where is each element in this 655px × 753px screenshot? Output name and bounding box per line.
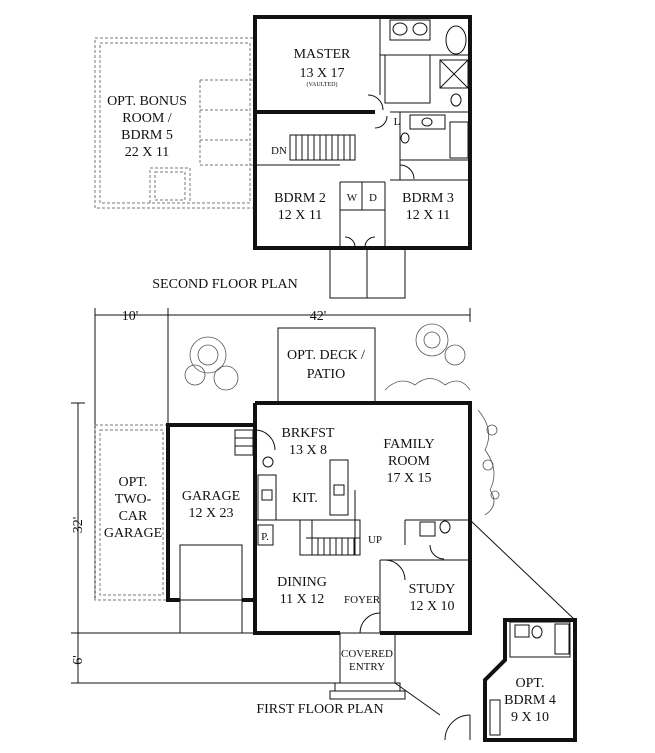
entry-label-1: COVERED xyxy=(341,648,393,660)
stairs-second-floor xyxy=(289,134,356,161)
master-size: 13 X 17 xyxy=(299,66,344,81)
deck-label-2: PATIO xyxy=(307,367,345,382)
garage-size: 12 X 23 xyxy=(188,506,233,521)
garage-door xyxy=(179,544,243,601)
garage-label: GARAGE xyxy=(182,489,240,504)
foyer-label: FOYER xyxy=(344,594,381,606)
brkfst-label: BRKFST xyxy=(282,426,335,441)
dining-size: 11 X 12 xyxy=(280,592,325,607)
opt-garage-label-4: GARAGE xyxy=(104,526,162,541)
bdrm4-label-1: OPT. xyxy=(516,676,545,691)
stair-dn-label: DN xyxy=(271,145,287,157)
dimension-lines xyxy=(71,308,471,684)
bonus-size: 22 X 11 xyxy=(125,145,170,160)
garage-walls xyxy=(166,423,255,602)
landscape-trees xyxy=(184,323,500,516)
bonus-label-1: OPT. BONUS xyxy=(107,94,187,109)
bdrm2-label: BDRM 2 xyxy=(274,191,326,206)
bdrm3-label: BDRM 3 xyxy=(402,191,454,206)
second-floor-walls xyxy=(253,15,472,250)
pantry-label: P. xyxy=(261,531,269,543)
bonus-label-3: BDRM 5 xyxy=(121,128,173,143)
dining-label: DINING xyxy=(277,575,327,590)
second-floor-plan: MASTER 13 X 17 (VAULTED) OPT. BONUS ROOM… xyxy=(94,15,472,299)
bathtub-icon xyxy=(445,25,467,55)
master-note: (VAULTED) xyxy=(307,81,338,88)
study-label: STUDY xyxy=(409,582,456,597)
dryer-label: D xyxy=(369,192,377,204)
dim-garage-width: 10' xyxy=(122,309,139,324)
dim-house-width: 42' xyxy=(310,309,327,324)
stair-up-label: UP xyxy=(368,534,382,546)
opt-garage-label-3: CAR xyxy=(119,509,148,524)
first-floor-plan: 10' 42' 32' 6' xyxy=(71,308,577,742)
kitchen-island xyxy=(329,459,349,516)
deck-outline xyxy=(277,327,376,404)
study-size: 12 X 10 xyxy=(409,599,454,614)
toilet-icon xyxy=(450,93,462,107)
opt-bdrm4-walls xyxy=(483,618,577,742)
family-size: 17 X 15 xyxy=(386,471,431,486)
bdrm4-label-2: BDRM 4 xyxy=(504,693,556,708)
dim-house-depth: 32' xyxy=(71,517,86,534)
opt-garage-label-1: OPT. xyxy=(119,475,148,490)
bdrm4-size: 9 X 10 xyxy=(511,710,549,725)
bdrm3-size: 12 X 11 xyxy=(406,208,451,223)
dim-entry-depth: 6' xyxy=(71,655,86,665)
second-floor-caption: SECOND FLOOR PLAN xyxy=(152,277,297,292)
kitchen-counter xyxy=(257,474,277,521)
kitchen-label: KIT. xyxy=(292,491,318,506)
entry-label-2: ENTRY xyxy=(349,661,385,673)
washer-label: W xyxy=(347,192,358,204)
family-label: FAMILY xyxy=(383,437,434,452)
family-label-2: ROOM xyxy=(388,454,431,469)
bonus-room-outline xyxy=(94,37,256,209)
shower-icon xyxy=(439,59,469,89)
brkfst-size: 13 X 8 xyxy=(289,443,327,458)
first-floor-walls xyxy=(255,401,472,635)
master-label: MASTER xyxy=(294,47,351,62)
opt-garage-label-2: TWO- xyxy=(115,492,152,507)
deck-label-1: OPT. DECK / xyxy=(287,348,365,363)
pantry xyxy=(257,524,274,546)
first-floor-caption: FIRST FLOOR PLAN xyxy=(256,702,383,717)
linen-label: L xyxy=(394,116,401,128)
bonus-label-2: ROOM / xyxy=(122,111,172,126)
bdrm2-size: 12 X 11 xyxy=(278,208,323,223)
